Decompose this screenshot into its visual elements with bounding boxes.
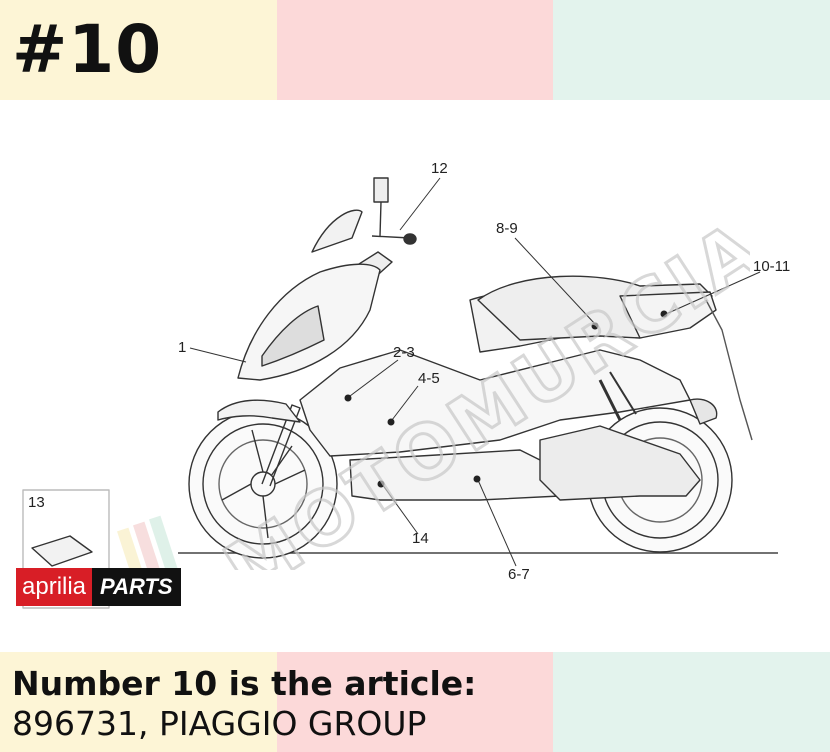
callout-label: 14 — [412, 530, 429, 547]
callout-label: 6-7 — [508, 566, 530, 583]
callout-label: 4-5 — [418, 370, 440, 387]
footer-band-green — [553, 652, 830, 752]
scooter-drawing — [22, 177, 778, 609]
article-heading: Number 10 is the article: — [12, 664, 477, 703]
watermark: MOTOMURCIA — [150, 150, 779, 616]
callout-label: 10-11 — [753, 258, 791, 275]
brand-logo: aprilia PARTS — [16, 568, 181, 606]
logo-brand: aprilia — [16, 568, 93, 606]
callout-label: 8-9 — [496, 220, 518, 237]
header-band-green — [553, 0, 830, 100]
logo-suffix: PARTS — [92, 568, 181, 606]
callout-label: 12 — [431, 160, 448, 177]
footer-band — [0, 652, 830, 752]
footer-band-pink — [277, 652, 553, 752]
footer-band-yellow — [0, 652, 277, 752]
header-band-yellow — [0, 0, 277, 100]
article-number: 896731, PIAGGIO GROUP — [12, 704, 427, 743]
header-band-pink — [277, 0, 553, 100]
callout-label: 2-3 — [393, 344, 415, 361]
callout-label: 1 — [178, 339, 187, 356]
header-band — [0, 0, 830, 100]
parts-diagram: 12 8-9 10-11 1 2-3 4-5 13 14 6-7 — [0, 100, 830, 652]
callout-label: 13 — [28, 494, 45, 511]
page-title: #10 — [12, 11, 163, 88]
watermark-text: MOTOMURCIA — [210, 204, 750, 570]
